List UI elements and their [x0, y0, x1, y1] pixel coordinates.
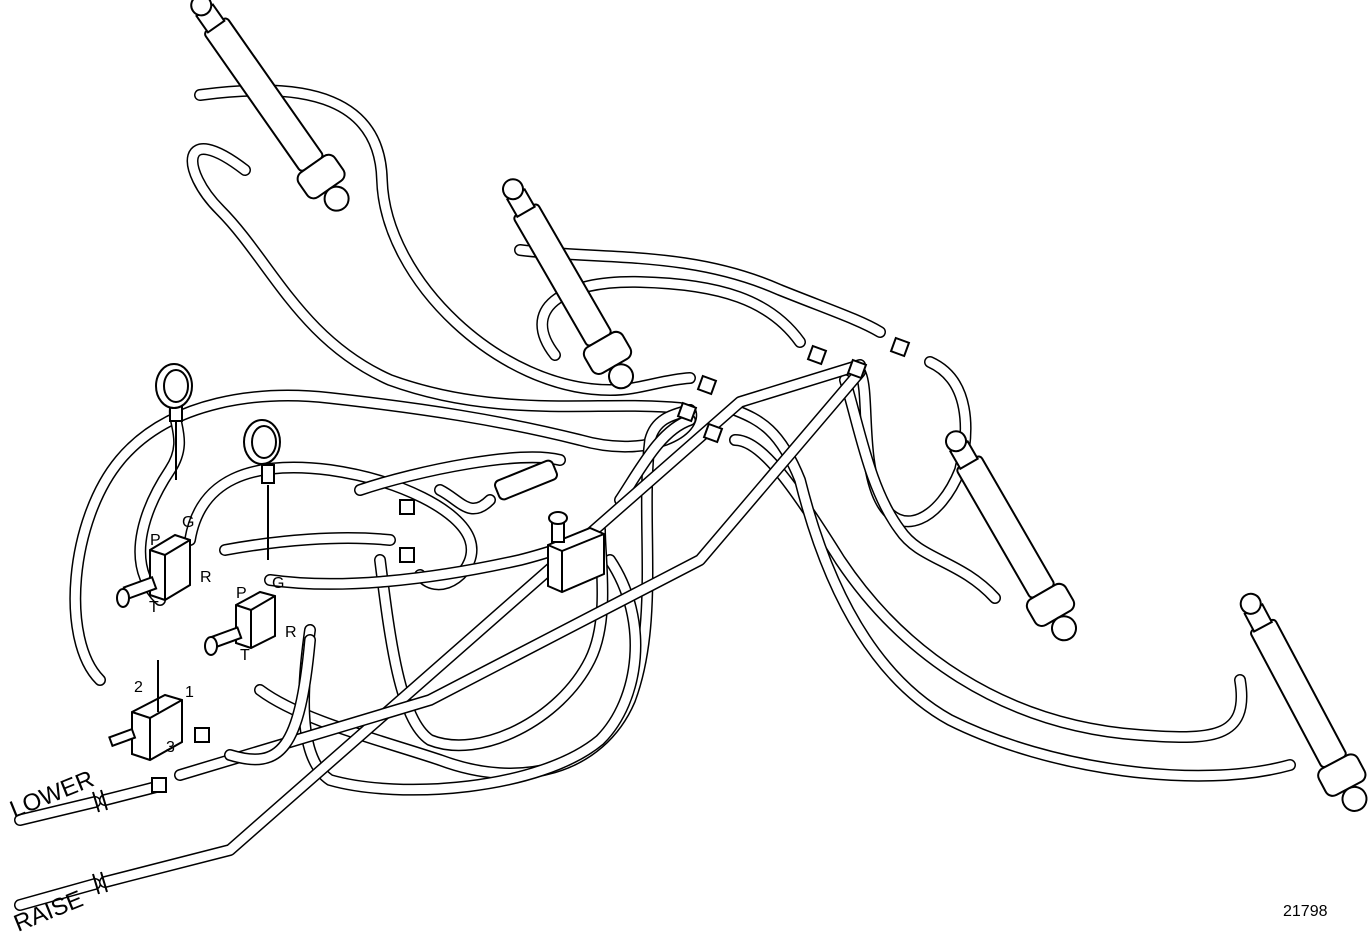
hose-break-marks: [92, 789, 108, 895]
hydraulic-cylinder-3: [945, 430, 1077, 642]
selector-valve: [108, 660, 183, 762]
port-label-3: 3: [166, 739, 175, 756]
hose-routing: [14, 84, 1296, 911]
port-label-g: G: [272, 575, 284, 592]
port-label-p: P: [150, 532, 161, 549]
inline-filter: [494, 459, 558, 501]
flow-control-manifold: [547, 511, 605, 594]
port-label-2: 2: [134, 679, 143, 696]
pressure-gauge-2: [243, 419, 281, 560]
control-valve-b: [204, 590, 276, 656]
port-label-g: G: [182, 514, 194, 531]
port-label-1: 1: [185, 684, 194, 701]
port-label-r: R: [285, 624, 297, 641]
tee-fittings: [151, 336, 911, 793]
pressure-gauge-1: [155, 363, 193, 480]
port-labels-selector-valve: 1 2 3: [134, 679, 194, 756]
port-label-r: R: [200, 569, 212, 586]
port-labels-valve-b: P G R T: [236, 575, 297, 664]
drawing-number: 21798: [1283, 903, 1328, 920]
port-label-p: P: [236, 585, 247, 602]
control-valve-a: [116, 533, 191, 608]
hydraulic-cylinder-2: [502, 178, 634, 390]
hydraulic-cylinder-4: [1239, 592, 1368, 812]
port-label-t: T: [149, 599, 159, 616]
hydraulic-cylinder-1: [190, 0, 350, 212]
port-label-t: T: [240, 647, 250, 664]
port-labels-valve-a: P G R T: [149, 514, 212, 616]
